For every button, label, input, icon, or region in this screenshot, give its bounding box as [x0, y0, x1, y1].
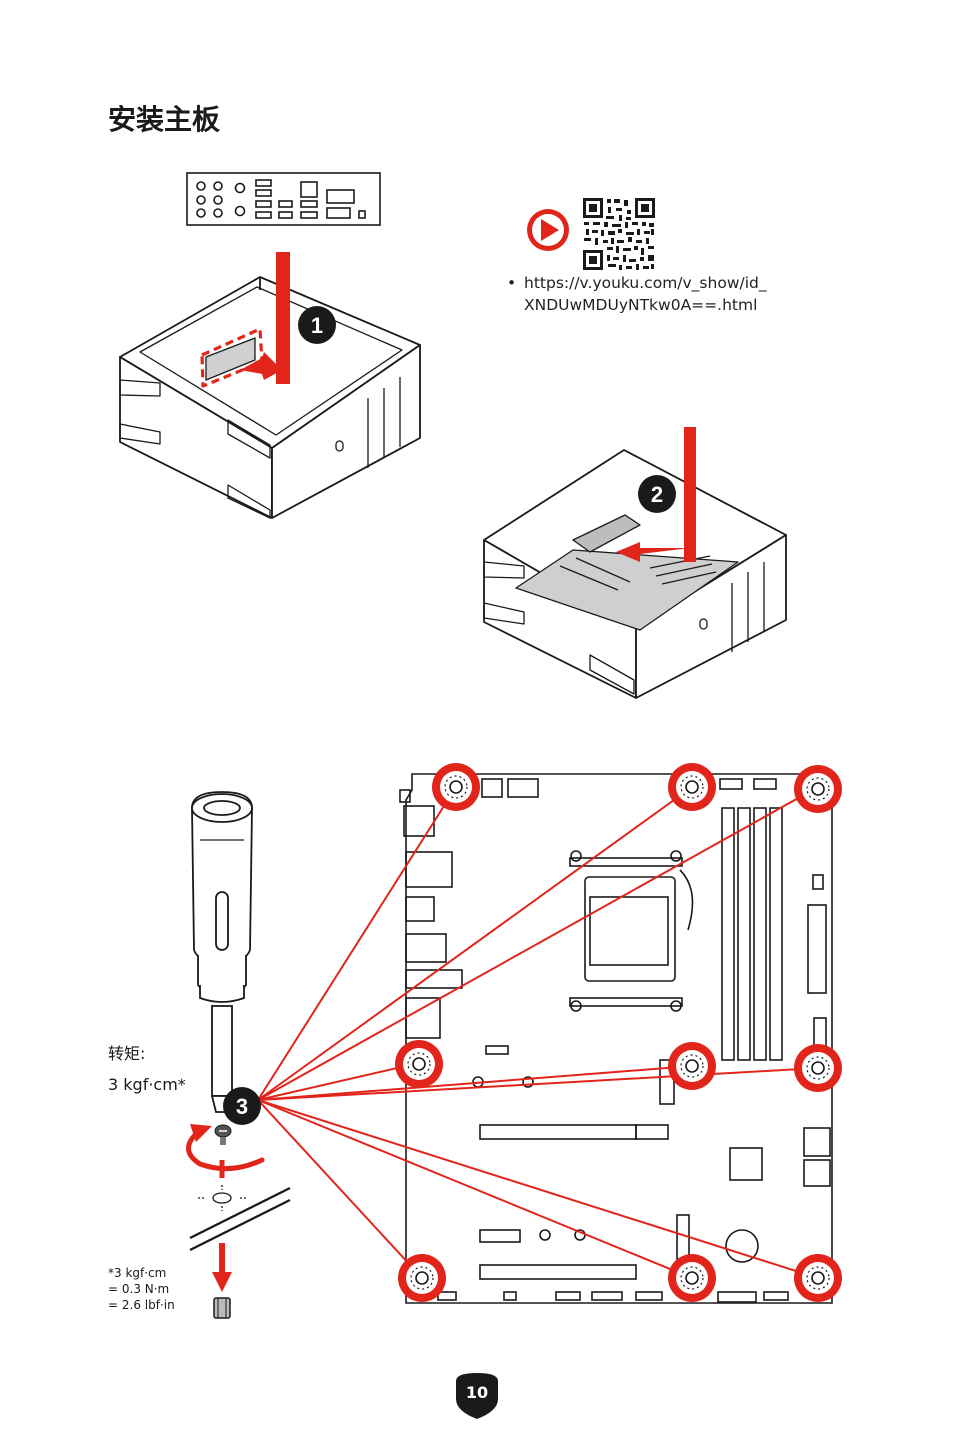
- screw-hole-marker: [668, 763, 716, 811]
- screw-hole-marker: [668, 1254, 716, 1302]
- screw-hole-marker: [668, 1042, 716, 1090]
- screw-hole-marker: [794, 1044, 842, 1092]
- torque-note-line-1: *3 kgf·cm: [108, 1266, 167, 1280]
- torque-value: 3 kgf·cm*: [108, 1075, 186, 1094]
- screw-hole-markers: [395, 763, 842, 1302]
- screw-hole-marker: [395, 1040, 443, 1088]
- standoff-diagram: [189, 1160, 291, 1319]
- step-3-number: 3: [236, 1094, 248, 1119]
- step-2-number: 2: [651, 482, 663, 507]
- screw-connector-lines: [257, 786, 819, 1279]
- url-line-2[interactable]: XNDUwMDUyNTkw0A==.html: [524, 296, 758, 314]
- url-line-1[interactable]: https://v.youku.com/v_show/id_: [524, 274, 767, 292]
- screwdriver-icon: [191, 791, 253, 1113]
- screw-hole-marker: [432, 763, 480, 811]
- step-1-number: 1: [311, 313, 323, 338]
- url-bullet: •: [507, 274, 517, 292]
- step-3-badge: 3: [223, 1087, 261, 1125]
- screw-hole-marker: [794, 765, 842, 813]
- torque-label: 转矩:: [108, 1044, 146, 1063]
- screw-icon: [214, 1124, 232, 1145]
- step-2-badge: 2: [638, 475, 676, 513]
- torque-note-line-3: = 2.6 lbf·in: [108, 1298, 175, 1312]
- io-shield: [186, 172, 381, 226]
- qr-code-icon[interactable]: [583, 198, 655, 270]
- motherboard: [399, 773, 833, 1304]
- arrow-step-1: [240, 252, 290, 384]
- case-step-2: [483, 449, 787, 699]
- page-number: 10: [465, 1383, 489, 1402]
- step-1-badge: 1: [298, 306, 336, 344]
- torque-note-line-2: = 0.3 N·m: [108, 1282, 170, 1296]
- page-title: 安装主板: [108, 103, 221, 136]
- page-number-badge: [456, 1373, 498, 1419]
- screw-hole-marker: [398, 1254, 446, 1302]
- torque-footnote: *3 kgf·cm = 0.3 N·m = 2.6 lbf·in: [108, 1265, 175, 1313]
- screw-hole-marker: [794, 1254, 842, 1302]
- play-icon[interactable]: [527, 209, 569, 251]
- case-step-1: [119, 276, 421, 519]
- rotate-arrow-icon: [186, 1124, 265, 1172]
- arrow-step-2: [616, 427, 696, 562]
